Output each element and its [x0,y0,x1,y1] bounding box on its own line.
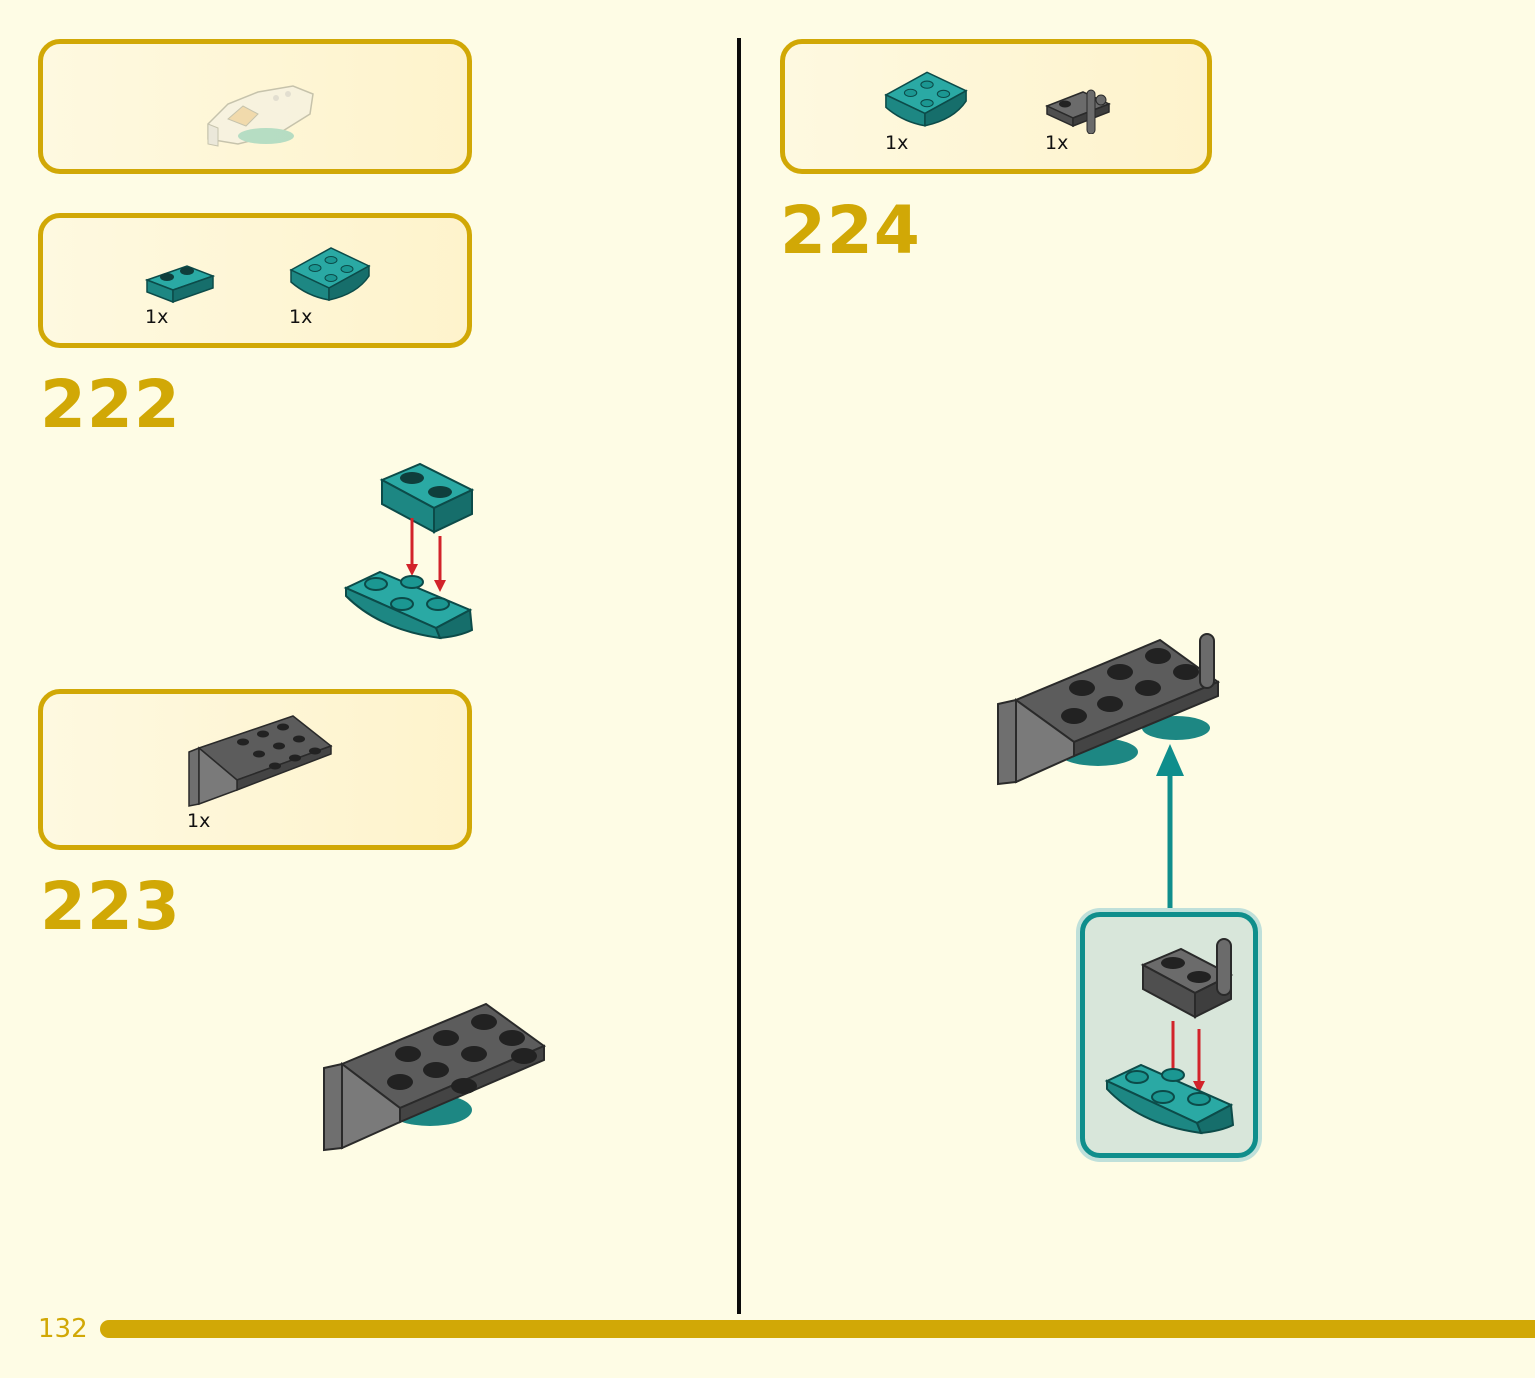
parts-box-223: 1x [38,689,472,850]
page-number: 132 [38,1314,88,1344]
teal-up-arrow-icon [1156,744,1184,916]
sub-assembly-callout [1080,912,1258,1158]
step-222-assembly-icon [343,462,475,640]
parts-box-224: 1x 1x [780,39,1212,174]
dark-gray-clip-plate-icon [1045,89,1111,134]
page-progress-bar [100,1320,1535,1338]
teal-plate-1x2-icon [144,265,215,304]
column-divider [737,38,741,1314]
parts-box-222: 1x 1x [38,213,472,348]
qty-label: 1x [1045,132,1069,154]
model-preview-box [38,39,472,174]
qty-label: 1x [289,306,313,328]
step-223-assembly-icon [323,1002,547,1152]
qty-label: 1x [187,810,211,832]
sub-assembly-icon [1104,938,1235,1135]
qty-label: 1x [145,306,169,328]
dark-gray-hinge-plate-icon [188,715,333,807]
teal-curved-plate-icon [289,247,371,301]
qty-label: 1x [885,132,909,154]
step-number-222: 222 [40,366,181,443]
vehicle-preview-icon [207,85,314,147]
step-224-assembly-icon [997,633,1221,786]
step-number-224: 224 [780,192,921,269]
step-number-223: 223 [40,868,181,945]
teal-curved-plate-icon [884,71,968,127]
